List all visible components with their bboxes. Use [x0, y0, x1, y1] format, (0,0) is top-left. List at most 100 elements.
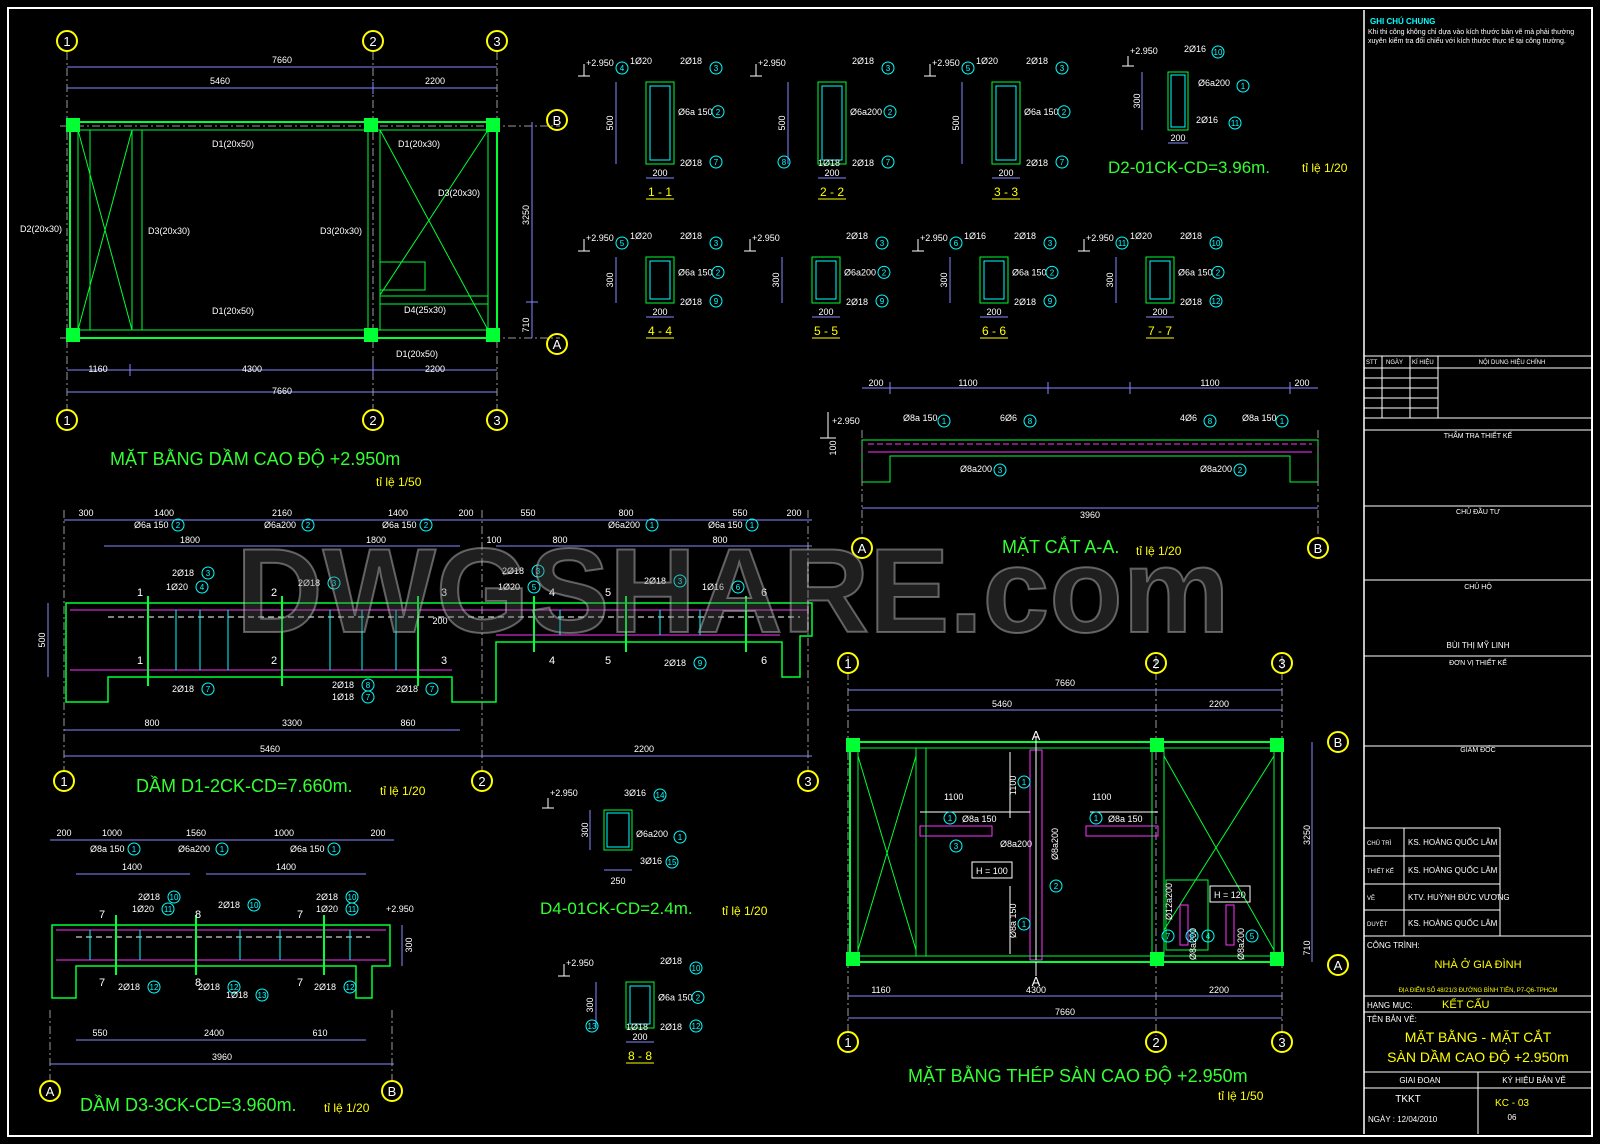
d1-bar-mark: 3 [678, 577, 683, 586]
grid-label-A: A [46, 1084, 55, 1099]
section-mark: 4 [620, 64, 625, 73]
d1-dim-mid: 1800 [366, 535, 386, 545]
d2-h: 300 [1132, 93, 1142, 108]
grid-label-2: 2 [1152, 1035, 1159, 1050]
slab-mark: 4 [1206, 932, 1211, 941]
section-width: 200 [824, 168, 839, 178]
d1-bar: 2Ø18 [396, 684, 418, 694]
d3-dim-top: 200 [370, 828, 385, 838]
d4-mark: 1 [678, 833, 683, 842]
section-width: 200 [998, 168, 1013, 178]
section-stirrup: Ø6a 150 [1024, 107, 1059, 117]
aa-mark: 1 [942, 417, 947, 426]
d3-dim-top: 200 [56, 828, 71, 838]
section-mark: 11 [1118, 239, 1127, 248]
d3-dim-bot: 2400 [204, 1028, 224, 1038]
d1-cut-label: 1 [137, 655, 143, 667]
d4-elev: +2.950 [550, 788, 578, 798]
section-width: 200 [818, 307, 833, 317]
d1-dim-top: 1400 [388, 508, 408, 518]
slab-mark: 1 [948, 814, 953, 823]
d3-dim-top: 1560 [186, 828, 206, 838]
d1-cut-label: 3 [441, 587, 447, 599]
section-mark: 2 [1050, 268, 1055, 277]
tb-role-name: KS. HOÀNG QUỐC LÂM [1408, 837, 1498, 847]
d1-bar-mark: 8 [366, 681, 371, 690]
slab-dim: 7660 [1055, 678, 1075, 688]
d1-dim-mid: 100 [486, 535, 501, 545]
d1-dim-top: 200 [786, 508, 801, 518]
section-mark: 13 [588, 1022, 597, 1031]
slab-label: 1100 [1092, 792, 1111, 802]
d1-bar: 1Ø20 [498, 582, 520, 592]
plan-dim-bot-total: 7660 [272, 386, 292, 396]
slab-dim: 2200 [1209, 699, 1229, 709]
d1-stirrup: Ø6a 150 [134, 520, 169, 530]
d3-bar-mark: 10 [250, 901, 259, 910]
d1-bar: 2Ø18 [172, 684, 194, 694]
plan-beam-label: D3(20x30) [320, 226, 362, 236]
section-bot-bar: 2Ø18 [852, 158, 874, 168]
d3-cut-label: 7 [99, 977, 105, 989]
d1-bar: 2Ø18 [172, 568, 194, 578]
d4-mark: 15 [668, 858, 677, 867]
beam-d1-elevation [47, 510, 819, 792]
d1-cut-label: 2 [271, 655, 277, 667]
grid-label-1: 1 [60, 774, 67, 789]
plan-grid-bubbles [56, 30, 568, 431]
section-mark: 2 [716, 108, 721, 117]
plan-dim-side-2: 710 [521, 317, 531, 332]
slab-label: Ø12a200 [1164, 883, 1174, 920]
aa-mark: 2 [1238, 466, 1243, 475]
grid-label-B: B [1334, 735, 1343, 750]
d3-stirrup-mark: 1 [332, 845, 337, 854]
tb-ten-ban-ve-2: SÀN DẦM CAO ĐỘ +2.950m [1387, 1049, 1569, 1065]
grid-label-1: 1 [63, 34, 70, 49]
d1-bar-mark: 9 [698, 659, 703, 668]
tb-role: CHỦ TRÌ [1367, 840, 1392, 847]
slab-mark: 1 [1094, 814, 1099, 823]
d3-h: 300 [404, 937, 414, 952]
slab-mark: 1 [1022, 920, 1027, 929]
slab-label: H = 100 [976, 866, 1008, 876]
d3-bar: 1Ø20 [316, 904, 338, 914]
grid-label-2: 2 [369, 34, 376, 49]
section-top-bar: 2Ø18 [1026, 56, 1048, 66]
section-mark: 12 [1212, 297, 1221, 306]
d1-stirrup-mark: 2 [424, 521, 429, 530]
tb-tham-tra: THẨM TRA THIẾT KẾ [1444, 430, 1513, 440]
section-top-bar: 1Ø16 [964, 231, 986, 241]
grid-label-1: 1 [63, 413, 70, 428]
section-mark: 2 [888, 108, 893, 117]
d1-dim-top: 550 [732, 508, 747, 518]
section-mark: 6 [954, 239, 959, 248]
d2-top: 2Ø16 [1184, 44, 1206, 54]
plan-beam-label: D4(25x30) [404, 305, 446, 315]
plan-scale: tỉ lệ 1/50 [376, 475, 422, 489]
d1-cut-label: 4 [549, 655, 555, 667]
d3-elev: +2.950 [386, 904, 414, 914]
section-bot-bar: 2Ø18 [1180, 297, 1202, 307]
tb-giai-doan: TKKT [1395, 1094, 1421, 1105]
d4-section [542, 788, 687, 871]
slab-mark: 6 [1190, 932, 1195, 941]
grid-label-A: A [1334, 958, 1343, 973]
aa-dim: 3960 [1080, 510, 1100, 520]
section-mark: 7 [886, 158, 891, 167]
plan-beam-label: D1(20x50) [396, 349, 438, 359]
d1-dim-bot: 2200 [634, 744, 654, 754]
d3-cut-label: 7 [99, 909, 105, 921]
section-bot-bar: 2Ø18 [1026, 158, 1048, 168]
slab-dim-side: 710 [1302, 940, 1312, 955]
d2-mark: 1 [1241, 82, 1246, 91]
d1-bar: 2Ø18 [644, 576, 666, 586]
d3-cut-label: 7 [297, 909, 303, 921]
d3-dim-bot: 3960 [212, 1052, 232, 1062]
d1-bar-mark: 3 [332, 579, 337, 588]
tb-role-name: KS. HOÀNG QUỐC LÂM [1408, 918, 1498, 928]
section-bot-bar: 2Ø18 [680, 158, 702, 168]
d1-bar-mark: 6 [736, 583, 741, 592]
plan-beam-label: D2(20x30) [20, 224, 62, 234]
